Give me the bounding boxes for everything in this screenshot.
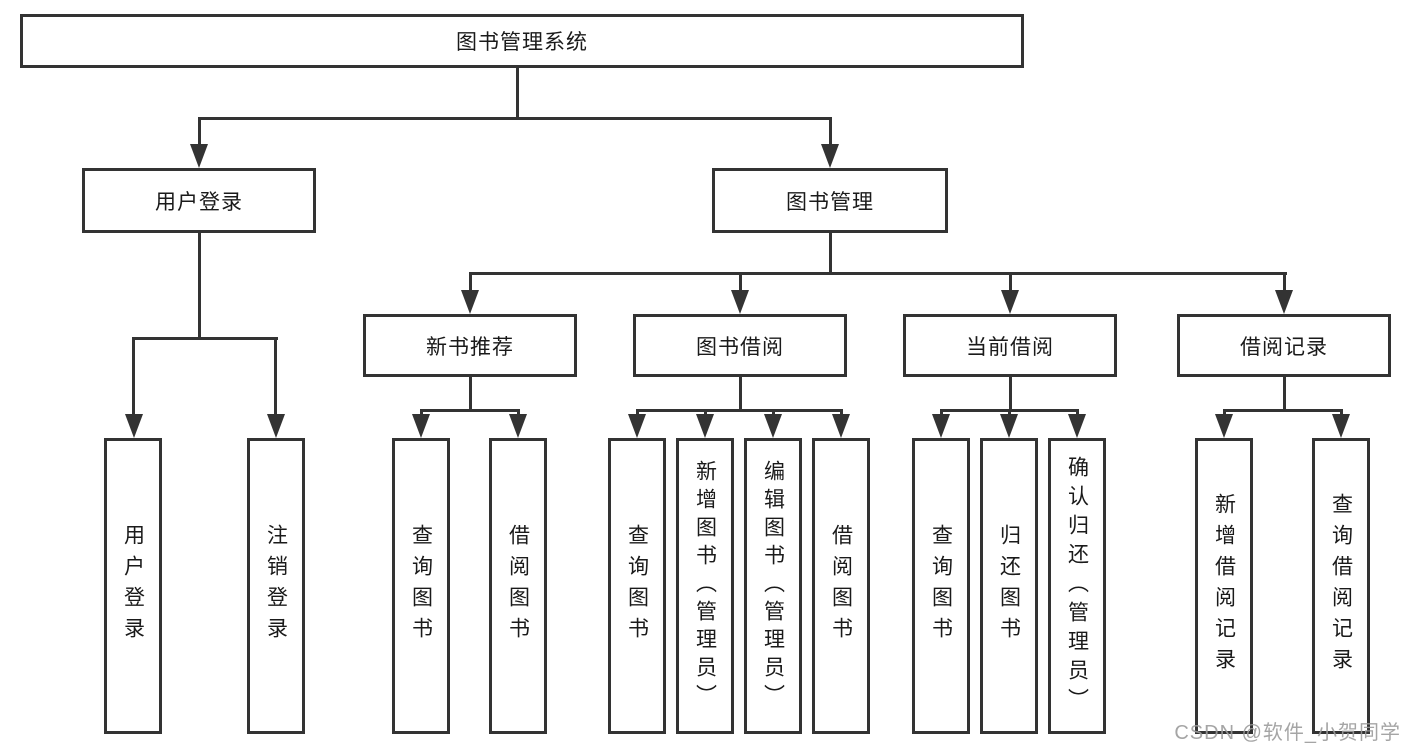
connector-line: [1009, 272, 1012, 292]
connector-line: [1223, 409, 1342, 412]
connector-line: [704, 409, 707, 417]
node-label: 编辑图书（管理员）: [761, 460, 785, 712]
node-label: 查询图书: [409, 524, 433, 648]
node-book-borrowing: 图书借阅: [633, 314, 847, 377]
connector-line: [198, 117, 832, 120]
leaf-logout: 注销登录: [247, 438, 305, 734]
connector-line: [274, 337, 277, 416]
connector-line: [420, 409, 423, 417]
node-user-login: 用户登录: [82, 168, 316, 233]
connector-line: [1076, 409, 1079, 417]
node-borrowing-records: 借阅记录: [1177, 314, 1391, 377]
connector-line: [940, 409, 943, 417]
arrowhead-down-icon: [1275, 290, 1293, 314]
arrowhead-down-icon: [125, 414, 143, 438]
node-label: 借阅记录: [1240, 335, 1328, 359]
arrowhead-down-icon: [1001, 290, 1019, 314]
leaf-bb-add-books-admin: 新增图书（管理员）: [676, 438, 734, 734]
connector-line: [420, 409, 519, 412]
leaf-nbr-query-books: 查询图书: [392, 438, 450, 734]
connector-line: [739, 377, 742, 410]
connector-line: [1223, 409, 1226, 417]
arrowhead-down-icon: [190, 144, 208, 168]
connector-line: [1009, 377, 1012, 410]
leaf-bb-query-books: 查询图书: [608, 438, 666, 734]
arrowhead-down-icon: [832, 414, 850, 438]
leaf-user-login: 用户登录: [104, 438, 162, 734]
connector-line: [469, 272, 1287, 275]
node-label: 查询借阅记录: [1329, 493, 1353, 679]
node-label: 新增借阅记录: [1212, 493, 1236, 679]
leaf-br-add-record: 新增借阅记录: [1195, 438, 1253, 734]
leaf-bb-edit-books-admin: 编辑图书（管理员）: [744, 438, 802, 734]
arrowhead-down-icon: [1332, 414, 1350, 438]
arrowhead-down-icon: [509, 414, 527, 438]
connector-line: [198, 117, 201, 146]
arrowhead-down-icon: [731, 290, 749, 314]
connector-line: [1283, 272, 1286, 292]
node-label: 新书推荐: [426, 335, 514, 359]
connector-line: [469, 272, 472, 292]
node-label: 图书管理: [786, 190, 874, 214]
node-label: 图书借阅: [696, 335, 784, 359]
connector-line: [636, 409, 842, 412]
connector-line: [516, 68, 519, 118]
arrowhead-down-icon: [821, 144, 839, 168]
connector-line: [739, 272, 742, 292]
leaf-cb-return-books: 归还图书: [980, 438, 1038, 734]
node-label: 图书管理系统: [456, 31, 588, 54]
node-library-system: 图书管理系统: [20, 14, 1024, 68]
arrowhead-down-icon: [1215, 414, 1233, 438]
node-label: 查询图书: [625, 524, 649, 648]
arrowhead-down-icon: [1068, 414, 1086, 438]
node-label: 查询图书: [929, 524, 953, 648]
node-label: 用户登录: [155, 190, 243, 214]
node-label: 新增图书（管理员）: [693, 460, 717, 712]
leaf-nbr-borrow-books: 借阅图书: [489, 438, 547, 734]
connector-line: [132, 337, 135, 416]
node-label: 确认归还（管理员）: [1065, 455, 1089, 717]
node-new-book-recommend: 新书推荐: [363, 314, 577, 377]
arrowhead-down-icon: [267, 414, 285, 438]
watermark: CSDN @软件_小贺同学: [1174, 722, 1401, 744]
connector-line: [1340, 409, 1343, 417]
connector-line: [840, 409, 843, 417]
leaf-br-query-record: 查询借阅记录: [1312, 438, 1370, 734]
connector-line: [132, 337, 278, 340]
leaf-cb-confirm-return-admin: 确认归还（管理员）: [1048, 438, 1106, 734]
arrowhead-down-icon: [932, 414, 950, 438]
connector-line: [469, 377, 472, 410]
connector-line: [198, 233, 201, 339]
connector-line: [636, 409, 639, 417]
connector-line: [1008, 409, 1011, 417]
node-label: 借阅图书: [829, 524, 853, 648]
connector-line: [829, 233, 832, 274]
arrowhead-down-icon: [1000, 414, 1018, 438]
leaf-cb-query-books: 查询图书: [912, 438, 970, 734]
connector-line: [772, 409, 775, 417]
arrowhead-down-icon: [764, 414, 782, 438]
node-label: 用户登录: [121, 524, 145, 648]
node-label: 借阅图书: [506, 524, 530, 648]
node-book-management: 图书管理: [712, 168, 948, 233]
node-label: 归还图书: [997, 524, 1021, 648]
node-label: 注销登录: [264, 524, 288, 648]
connector-line: [517, 409, 520, 417]
connector-line: [1283, 377, 1286, 410]
node-label: 当前借阅: [966, 335, 1054, 359]
arrowhead-down-icon: [461, 290, 479, 314]
node-current-borrowing: 当前借阅: [903, 314, 1117, 377]
connector-line: [829, 117, 832, 146]
leaf-bb-borrow-books: 借阅图书: [812, 438, 870, 734]
arrowhead-down-icon: [412, 414, 430, 438]
arrowhead-down-icon: [696, 414, 714, 438]
arrowhead-down-icon: [628, 414, 646, 438]
